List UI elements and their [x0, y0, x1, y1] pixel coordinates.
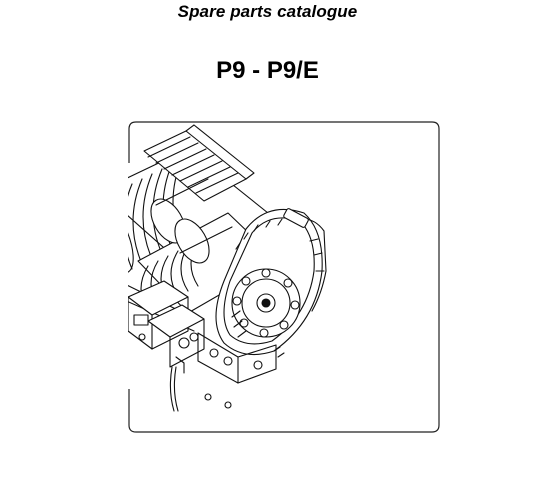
illustration-frame: [128, 121, 440, 433]
catalogue-subtitle: Spare parts catalogue: [177, 2, 358, 21]
model-title: P9 - P9/E: [216, 57, 319, 84]
frame-outline: [128, 121, 440, 433]
winch-drawing: [128, 124, 327, 412]
winch-assembly-drawing-icon: [128, 121, 440, 433]
